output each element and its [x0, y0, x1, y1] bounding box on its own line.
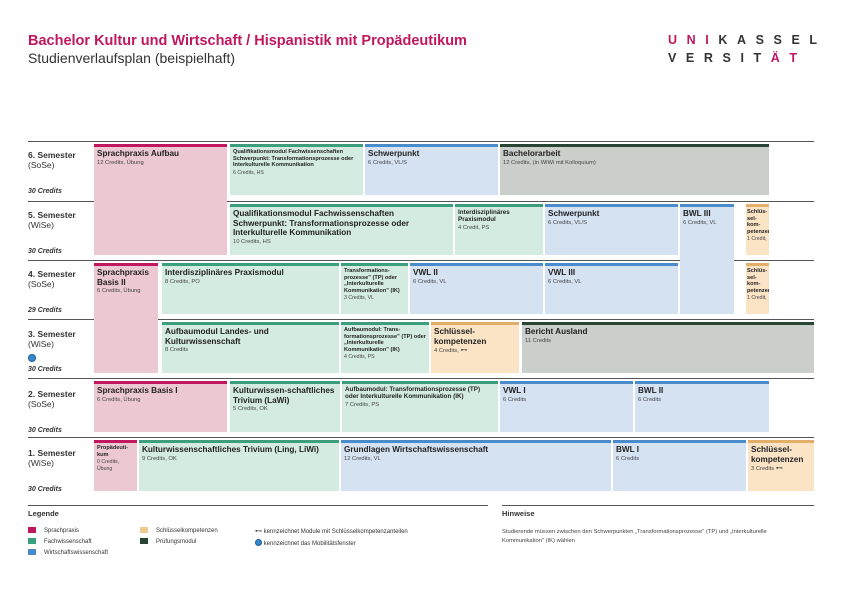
semester-label-2: 2. Semester(SoSe) — [28, 389, 76, 409]
row-divider — [28, 437, 814, 438]
semester-label-4: 4. Semester(SoSe) — [28, 269, 76, 289]
semester-credits-6: 30 Credits — [28, 188, 62, 195]
row-divider — [28, 319, 814, 320]
notes-heading: Hinweise — [502, 509, 535, 518]
notes-divider — [502, 505, 814, 506]
semester-label-1: 1. Semester(WiSe) — [28, 448, 76, 468]
module-trivium-lawi: Kulturwissen-schaftliches Trivium (LaWi)… — [230, 381, 340, 432]
semester-label-6: 6. Semester(SoSe) — [28, 150, 76, 170]
key-icon: ⊷ — [460, 347, 468, 355]
module-aufbau-tp-2: Aufbaumodul: Transformationsprozesse (TP… — [342, 381, 498, 432]
legend-item-key: ⊷ kennzeichnet Module mit Schlüsselkompe… — [255, 528, 408, 535]
semester-label-3: 3. Semester(WiSe) — [28, 329, 92, 367]
legend-heading: Legende — [28, 509, 59, 518]
row-divider — [28, 378, 814, 379]
module-aufbau-landeswissenschaft: Aufbaumodul Landes- und Kulturwissenscha… — [162, 322, 339, 373]
semester-credits-1: 30 Credits — [28, 486, 62, 493]
page-title: Bachelor Kultur und Wirtschaft / Hispani… — [28, 33, 467, 49]
legend-swatch — [28, 538, 36, 544]
legend-item-wirtschaftswissenschaft: Wirtschaftswissenschaft — [28, 549, 108, 556]
module-qualifikation-5: Qualifikationsmodul Fachwissenschaften S… — [230, 204, 453, 255]
legend-item-fachwissenschaft: Fachwissenschaft — [28, 538, 92, 545]
module-trivium-ling: Kulturwissenschaftliches Trivium (Ling, … — [139, 440, 339, 491]
semester-credits-3: 30 Credits — [28, 366, 62, 373]
legend-swatch — [140, 538, 148, 544]
legend-swatch — [28, 527, 36, 533]
semester-credits-5: 30 Credits — [28, 248, 62, 255]
legend-item-schluesselkompetenzen: Schlüsselkompetenzen — [140, 527, 218, 534]
key-icon: ⊷ — [255, 528, 262, 535]
row-divider — [28, 141, 814, 142]
page-subtitle: Studienverlaufsplan (beispielhaft) — [28, 50, 236, 66]
legend-swatch — [28, 549, 36, 555]
university-logo: UNIKASSEL VERSITÄT — [668, 33, 827, 65]
row-divider — [28, 260, 814, 261]
legend-swatch — [140, 527, 148, 533]
semester-credits-2: 30 Credits — [28, 427, 62, 434]
legend-item-globe: kennzeichnet das Mobilitätsfenster — [255, 538, 356, 547]
globe-icon — [255, 539, 262, 546]
legend-item-sprachpraxis: Sprachpraxis — [28, 527, 79, 534]
notes-text: Studierende müssen zwischen den Schwerpu… — [502, 529, 767, 544]
key-icon: ⊷ — [775, 465, 783, 473]
legend-item-pruefungsmodul: Prüfungsmodul — [140, 538, 196, 545]
module-qualifikation-6: Qualifikationsmodul Fachwissenschaften S… — [230, 144, 363, 195]
module-aufbau-tp-3: Aufbaumodul: Trans-formationsprozesse" (… — [341, 322, 429, 373]
legend-divider — [28, 505, 488, 506]
semester-label-5: 5. Semester(WiSe) — [28, 210, 76, 230]
semester-credits-4: 29 Credits — [28, 307, 62, 314]
module-transformation-4: Transformations-prozesse" (TP) oder „Int… — [341, 263, 408, 314]
row-divider — [28, 201, 814, 202]
mobility-window-globe-icon — [28, 354, 36, 362]
